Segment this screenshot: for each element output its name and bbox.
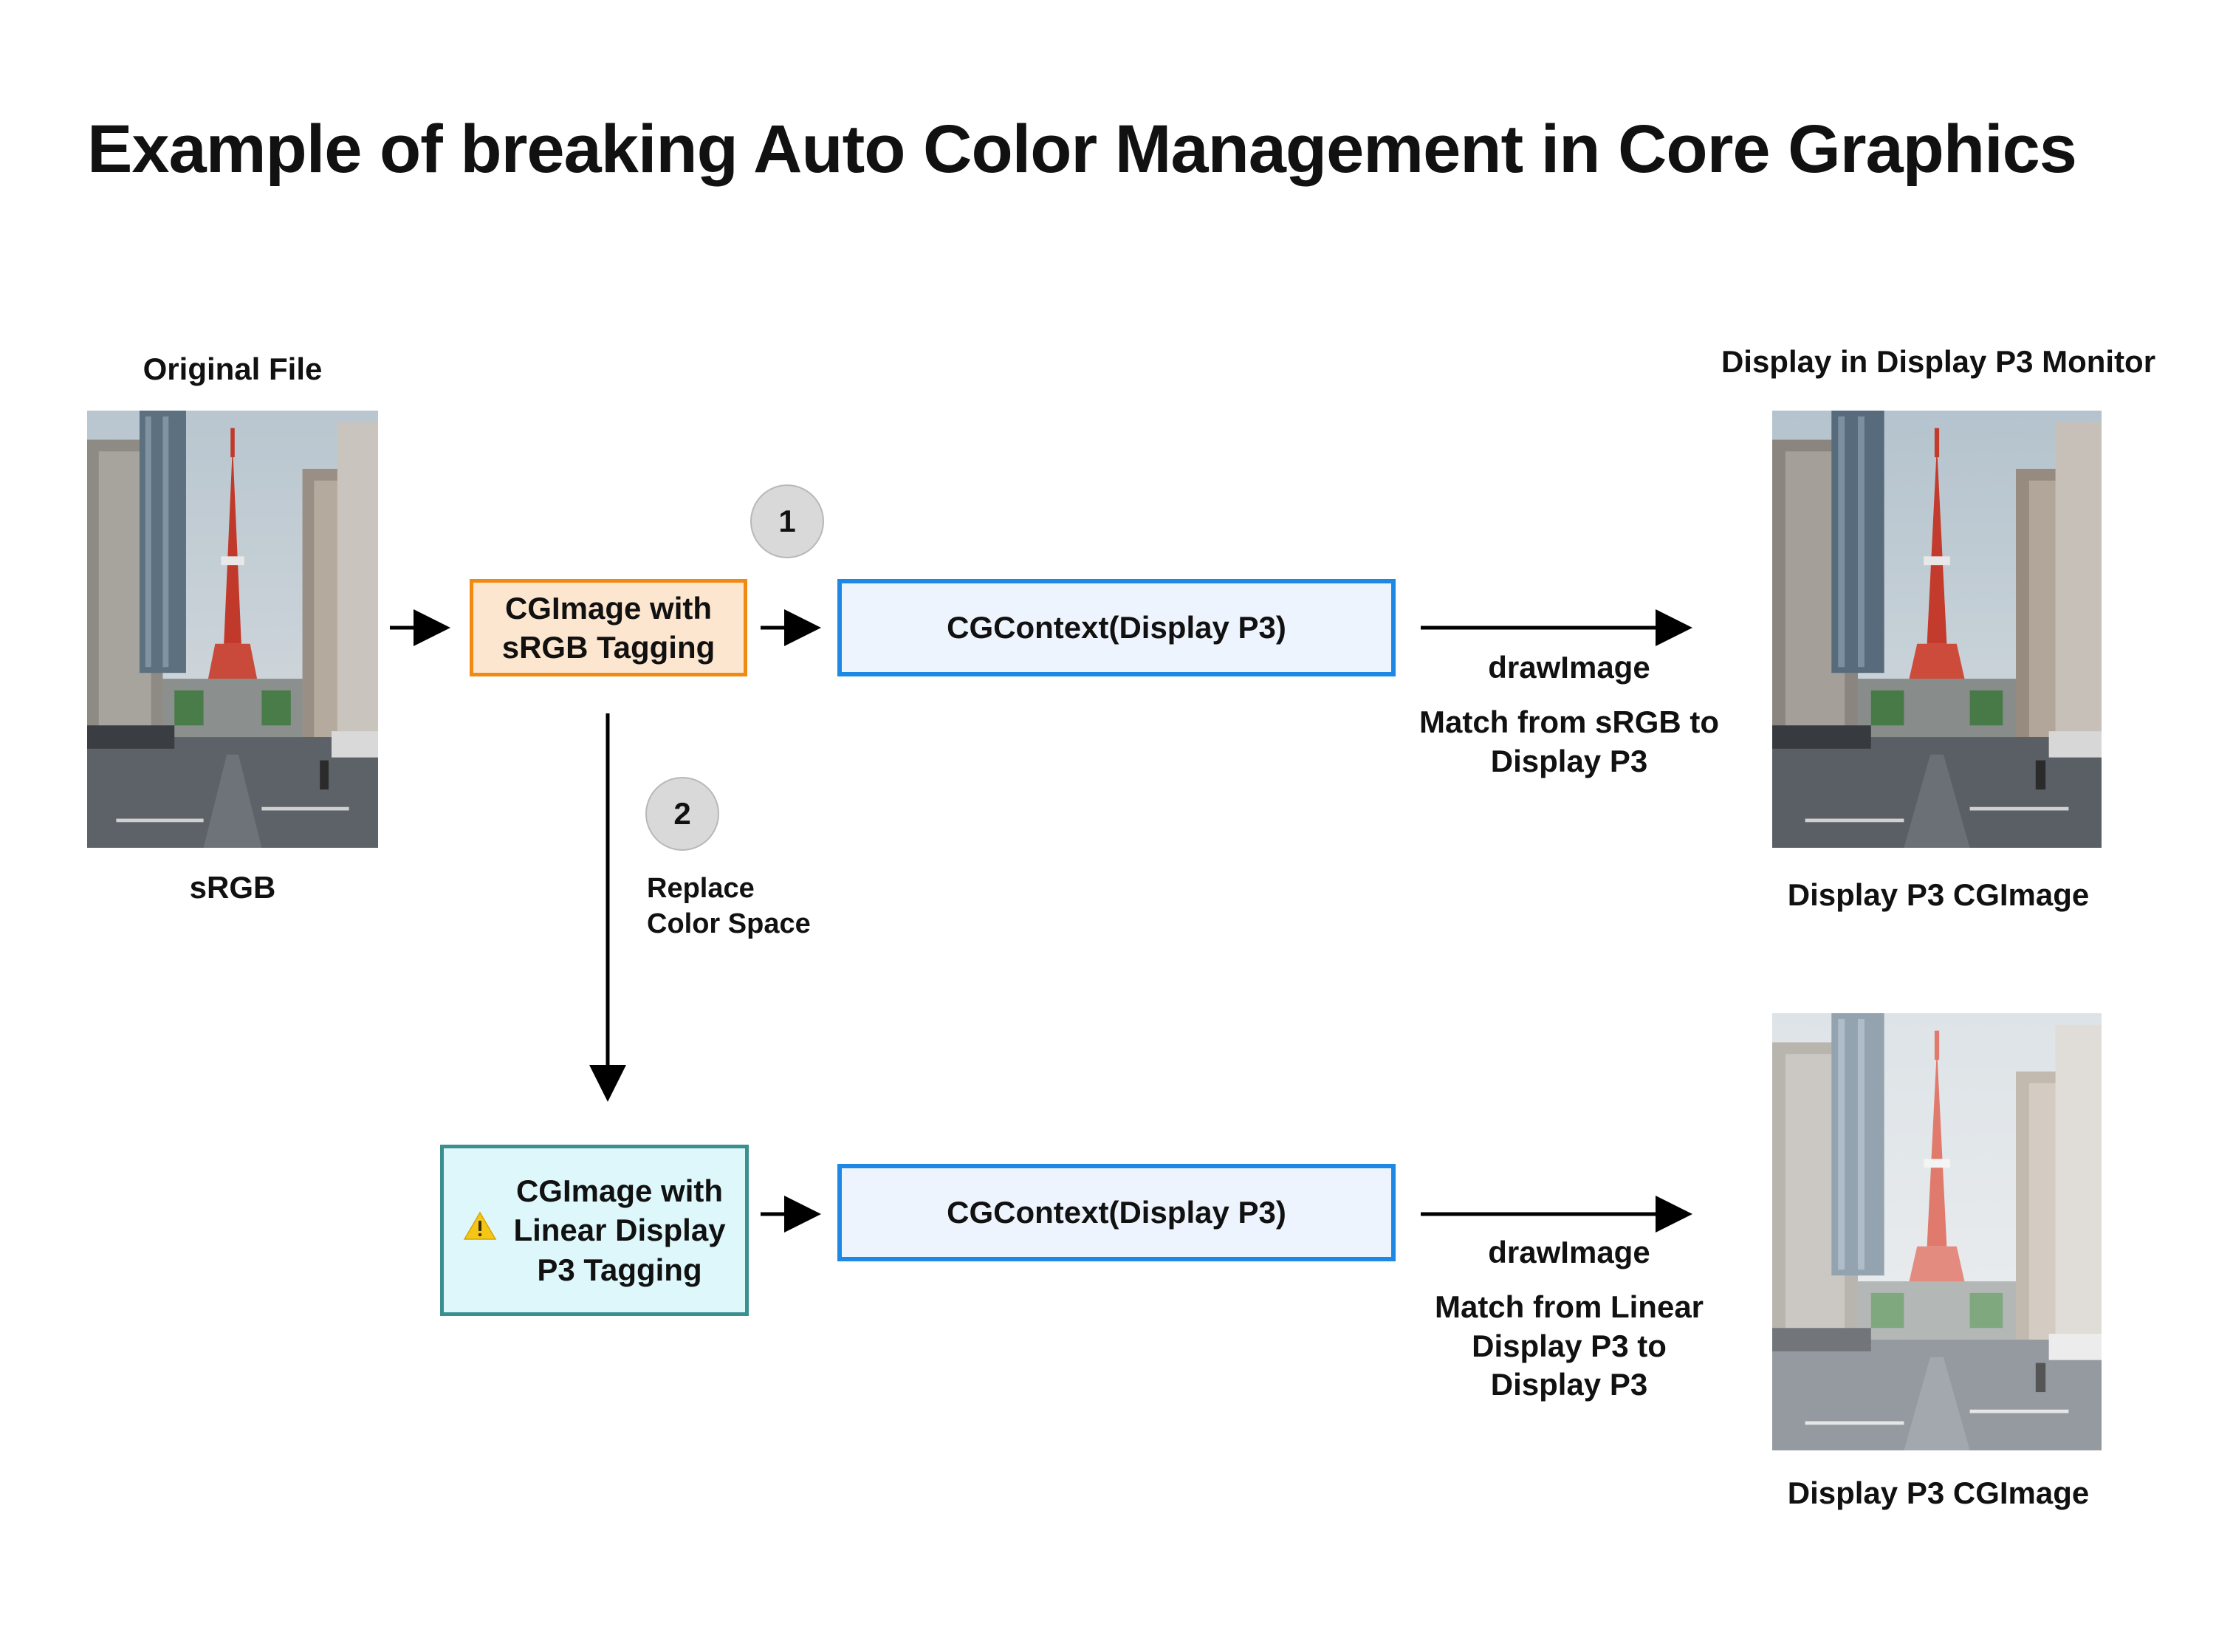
cgimage-srgb-box: CGImage with sRGB Tagging: [470, 579, 747, 676]
original-photo: [87, 411, 378, 848]
cgimage-linear-p3-box: CGImage with Linear Display P3 Tagging: [440, 1145, 749, 1316]
bottom-match-line2: Display P3 to: [1472, 1328, 1667, 1363]
warning-icon: [463, 1210, 497, 1250]
step-2-badge: 2: [645, 777, 719, 851]
original-file-label: Original File: [143, 352, 323, 386]
srgb-caption: sRGB: [189, 870, 276, 905]
top-match-label: Match from sRGB to Display P3: [1396, 703, 1743, 781]
cgcontext-bottom-box: CGContext(Display P3): [837, 1164, 1396, 1261]
replace-label-line1: Replace: [647, 873, 755, 904]
display-p3-caption-top: Display P3 CGImage: [1787, 877, 2090, 912]
display-p3-photo-top: [1772, 411, 2102, 848]
top-drawimage-label: drawImage: [1488, 650, 1650, 685]
bottom-drawimage-label: drawImage: [1488, 1235, 1650, 1269]
replace-color-space-label: Replace Color Space: [647, 871, 811, 942]
cgcontext-top-label: CGContext(Display P3): [947, 610, 1286, 645]
step-1-badge: 1: [750, 484, 824, 558]
bottom-match-line1: Match from Linear: [1434, 1289, 1704, 1324]
display-p3-caption-bottom: Display P3 CGImage: [1787, 1476, 2090, 1510]
page-title: Example of breaking Auto Color Managemen…: [87, 112, 2077, 187]
cgimage-linear-line2: Linear Display: [513, 1213, 726, 1248]
top-match-line2: Display P3: [1490, 743, 1648, 778]
cgimage-linear-line3: P3 Tagging: [537, 1252, 702, 1287]
top-match-line1: Match from sRGB to: [1419, 705, 1719, 739]
bottom-match-line3: Display P3: [1490, 1367, 1648, 1402]
cgimage-srgb-line1: CGImage with: [504, 590, 713, 626]
cgimage-srgb-line2: sRGB Tagging: [501, 630, 716, 665]
display-p3-monitor-header: Display in Display P3 Monitor: [1721, 344, 2156, 379]
cgcontext-bottom-label: CGContext(Display P3): [947, 1195, 1286, 1230]
display-p3-photo-bottom: [1772, 1013, 2102, 1450]
cgcontext-top-box: CGContext(Display P3): [837, 579, 1396, 676]
replace-label-line2: Color Space: [647, 908, 811, 939]
bottom-match-label: Match from Linear Display P3 to Display …: [1396, 1288, 1743, 1405]
cgimage-linear-line1: CGImage with: [515, 1173, 724, 1208]
